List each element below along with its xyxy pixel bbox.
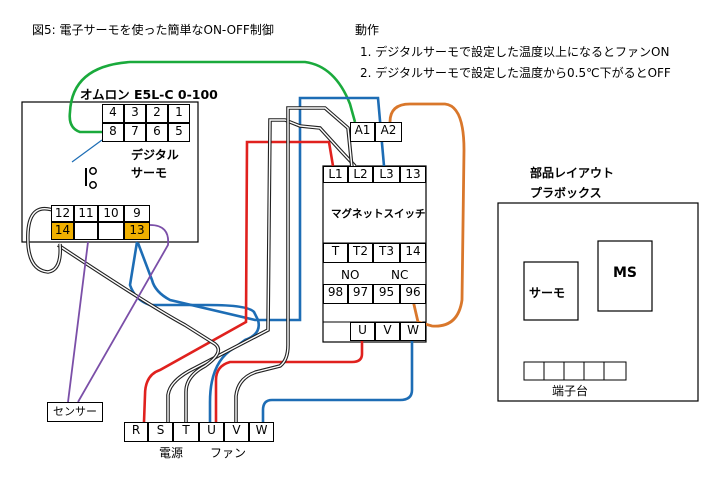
thermostat-label-line1: デジタル xyxy=(131,148,179,162)
terminal-block-t: T xyxy=(173,422,199,442)
thermostat-box xyxy=(21,101,199,243)
terminal-7: 7 xyxy=(124,123,146,142)
layout-thermo-box xyxy=(523,261,579,321)
terminal-96: 96 xyxy=(400,284,426,304)
layout-title: 部品レイアウト xyxy=(530,166,615,180)
layout-terminal-block-label: 端子台 xyxy=(552,384,589,398)
layout-ms-label: MS xyxy=(613,265,638,281)
terminal-out-w: W xyxy=(400,322,426,341)
terminal-l3: L3 xyxy=(373,166,400,183)
terminal-block-s: S xyxy=(148,422,173,442)
terminal-9: 9 xyxy=(124,205,150,222)
thermostat-model-label: オムロン E5L-C 0-100 xyxy=(80,87,218,102)
purple-wire-2 xyxy=(77,224,170,403)
terminal-t: T xyxy=(323,243,348,263)
blue-wire-w xyxy=(261,340,414,422)
terminal-block-w: W xyxy=(249,422,274,442)
terminal-6: 6 xyxy=(146,123,168,142)
terminal-98: 98 xyxy=(323,284,348,304)
terminal-2: 2 xyxy=(146,104,168,123)
contactor-label: マグネットスイッチ xyxy=(331,208,426,220)
orange-wire xyxy=(388,102,466,328)
purple-wire-1 xyxy=(67,241,89,403)
terminal-95: 95 xyxy=(373,284,400,304)
terminal-l2: L2 xyxy=(348,166,373,183)
layout-box xyxy=(497,202,699,402)
layout-terminal-block xyxy=(523,361,627,381)
terminal-block-r: R xyxy=(124,422,148,442)
fan-label: ファン xyxy=(210,446,247,460)
terminal-l1: L1 xyxy=(323,166,348,183)
terminal-a2: A2 xyxy=(375,122,402,142)
layout-subtitle: プラボックス xyxy=(530,186,602,200)
terminal-5: 5 xyxy=(168,123,190,142)
terminal-14: 14 xyxy=(51,222,74,240)
terminal-out-u: U xyxy=(350,322,375,341)
terminal-a1: A1 xyxy=(350,122,375,142)
layout-ms-box xyxy=(597,240,653,312)
green-wire xyxy=(68,60,357,134)
terminal-8: 8 xyxy=(102,123,124,142)
terminal-12: 12 xyxy=(51,205,74,222)
terminal-97: 97 xyxy=(348,284,373,304)
figure-title: 図5: 電子サーモを使った簡単なON-OFF制御 xyxy=(32,23,274,37)
terminal-3: 3 xyxy=(124,104,146,123)
layout-thermo-label: サーモ xyxy=(529,286,566,300)
terminal-14-aux: 14 xyxy=(400,243,426,263)
terminal-1: 1 xyxy=(168,104,190,123)
black-wire-3-outer xyxy=(234,106,354,422)
terminal-out-v: V xyxy=(375,322,400,341)
terminal-11: 11 xyxy=(74,205,98,222)
operation-step-2: 2. デジタルサーモで設定した温度から0.5℃下がるとOFF xyxy=(360,66,671,80)
terminal-block-v: V xyxy=(224,422,249,442)
terminal-13: 13 xyxy=(124,222,150,240)
blue-wire-2 xyxy=(136,96,386,322)
nc-label: NC xyxy=(391,268,409,282)
red-wire-2 xyxy=(214,340,364,422)
power-label: 電源 xyxy=(159,446,184,460)
sensor-label: センサー xyxy=(47,402,103,422)
red-wire-1 xyxy=(142,140,335,423)
terminal-blank-1 xyxy=(74,222,98,240)
operation-step-1: 1. デジタルサーモで設定した温度以上になるとファンON xyxy=(360,45,670,59)
operation-heading: 動作 xyxy=(355,23,380,37)
terminal-10: 10 xyxy=(98,205,124,222)
no-label: NO xyxy=(341,268,360,282)
terminal-blank-2 xyxy=(98,222,124,240)
thermostat-label-line2: サーモ xyxy=(131,166,168,180)
terminal-4: 4 xyxy=(102,104,124,123)
terminal-t3: T3 xyxy=(373,243,400,263)
terminal-t2: T2 xyxy=(348,243,373,263)
terminal-13-aux: 13 xyxy=(400,166,426,183)
terminal-block-u: U xyxy=(199,422,224,442)
